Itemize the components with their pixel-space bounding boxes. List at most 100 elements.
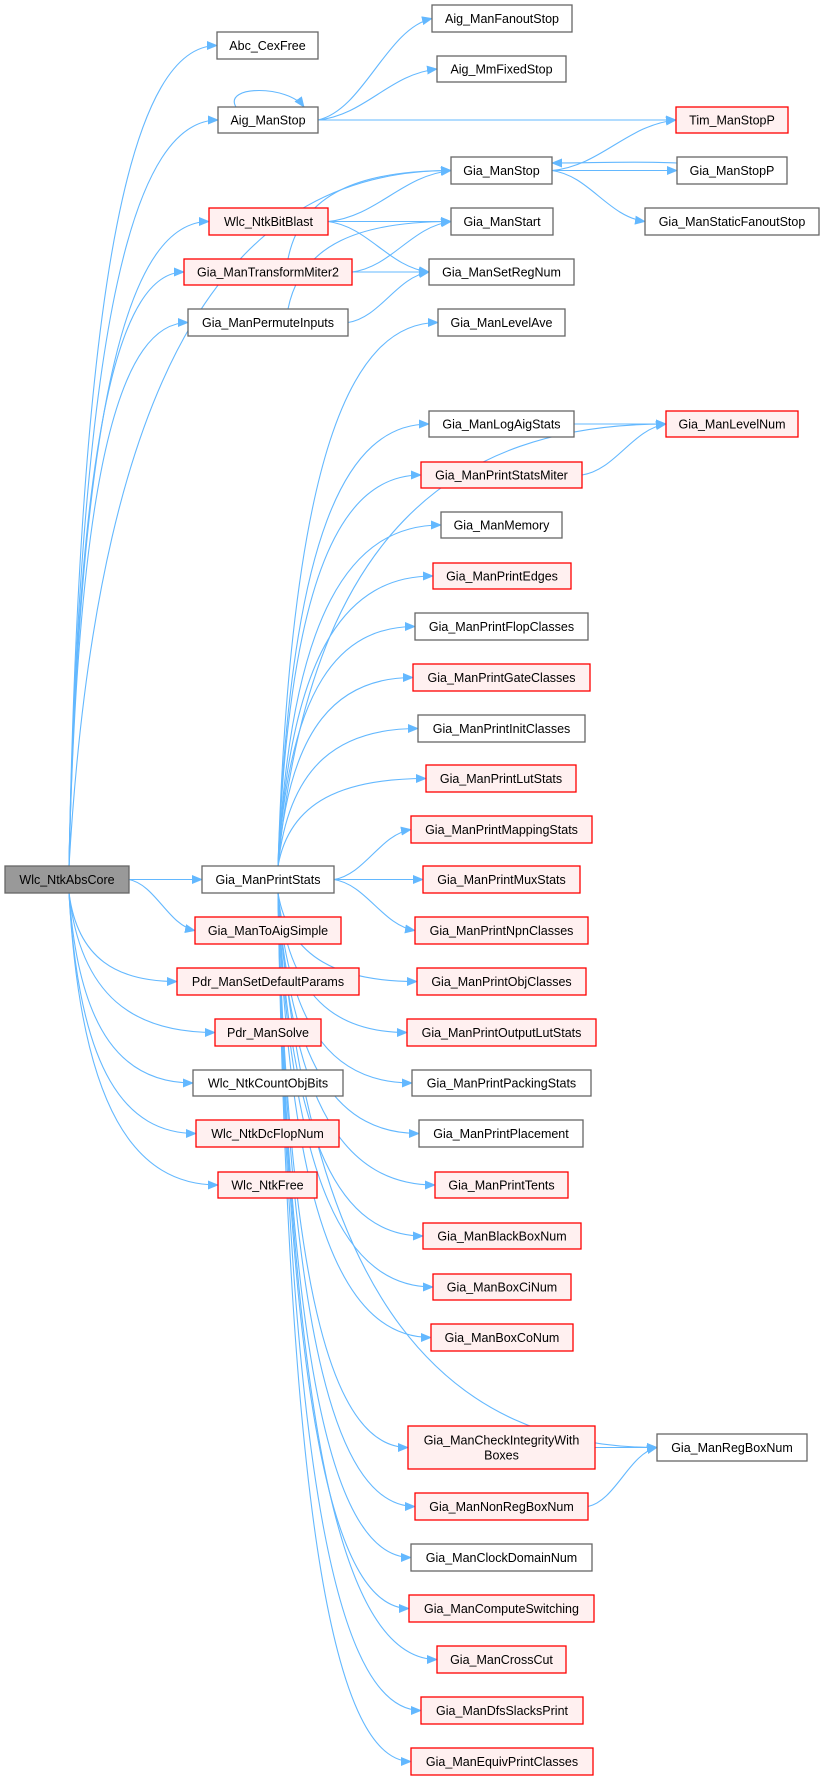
edge-absCore-to-transformMiter2 <box>68 267 185 867</box>
node-aigManStop[interactable]: Aig_ManStop <box>217 106 319 134</box>
edge-absCore-to-permuteInputs <box>68 318 189 867</box>
node-dfsSlacks[interactable]: Gia_ManDfsSlacksPrint <box>420 1696 584 1725</box>
node-objClasses[interactable]: Gia_ManPrintObjClasses <box>416 967 587 996</box>
node-toAigSimple[interactable]: Gia_ManToAigSimple <box>194 916 342 945</box>
node-equivPrint[interactable]: Gia_ManEquivPrintClasses <box>410 1747 594 1776</box>
node-box <box>414 916 589 945</box>
node-giaStop[interactable]: Gia_ManStop <box>450 156 553 185</box>
node-pdrSolve[interactable]: Pdr_ManSolve <box>214 1018 322 1047</box>
node-label: Gia_ManBoxCiNum <box>447 1281 557 1295</box>
edge-printStats-to-gateClasses <box>277 673 414 867</box>
node-crossCut[interactable]: Gia_ManCrossCut <box>436 1645 567 1674</box>
node-box <box>412 663 591 692</box>
node-initClasses[interactable]: Gia_ManPrintInitClasses <box>417 714 586 743</box>
node-memory[interactable]: Gia_ManMemory <box>440 511 563 539</box>
node-box <box>656 1433 808 1462</box>
edge-printStats-to-equivPrint <box>277 892 412 1766</box>
node-label: Aig_MmFixedStop <box>450 63 552 77</box>
node-label: Gia_ManPrintStatsMiter <box>435 469 568 483</box>
node-setRegNum[interactable]: Gia_ManSetRegNum <box>428 258 575 286</box>
node-box <box>195 1119 340 1148</box>
node-tents[interactable]: Gia_ManPrintTents <box>434 1171 569 1199</box>
node-statsMiter[interactable]: Gia_ManPrintStatsMiter <box>420 461 583 489</box>
node-label: Gia_ManBlackBoxNum <box>437 1230 566 1244</box>
node-pdrDefault[interactable]: Pdr_ManSetDefaultParams <box>176 967 360 996</box>
node-label: Pdr_ManSolve <box>227 1026 309 1040</box>
node-staticFanoutStop[interactable]: Gia_ManStaticFanoutStop <box>644 207 820 236</box>
node-label: Wlc_NtkDcFlopNum <box>211 1127 324 1141</box>
node-blackBoxNum[interactable]: Gia_ManBlackBoxNum <box>422 1222 582 1250</box>
node-flopClasses[interactable]: Gia_ManPrintFlopClasses <box>414 612 589 641</box>
node-nonRegBoxNum[interactable]: Gia_ManNonRegBoxNum <box>414 1492 589 1521</box>
node-box <box>416 967 587 996</box>
node-box <box>428 258 575 286</box>
edge-giaStop-to-timStopP <box>551 116 677 172</box>
node-permuteInputs[interactable]: Gia_ManPermuteInputs <box>187 308 349 337</box>
node-label: Gia_ManStop <box>463 164 539 178</box>
node-box <box>450 156 553 185</box>
node-absCore[interactable]: Wlc_NtkAbsCore <box>4 865 130 894</box>
node-levelAve[interactable]: Gia_ManLevelAve <box>437 308 566 337</box>
node-cexFree[interactable]: Abc_CexFree <box>216 31 319 60</box>
node-timStopP[interactable]: Tim_ManStopP <box>675 106 789 134</box>
node-label: Gia_ManPrintInitClasses <box>433 722 571 736</box>
node-aigFanoutStop[interactable]: Aig_ManFanoutStop <box>431 4 573 33</box>
node-gateClasses[interactable]: Gia_ManPrintGateClasses <box>412 663 591 692</box>
edge-permuteInputs-to-setRegNum <box>347 269 430 324</box>
node-mappingStats[interactable]: Gia_ManPrintMappingStats <box>410 815 593 844</box>
edge-aigManStop-to-aigMmFixedStop <box>317 65 438 121</box>
node-label: Gia_ManCheckIntegrityWith <box>424 1434 580 1448</box>
node-dcFlopNum[interactable]: Wlc_NtkDcFlopNum <box>195 1119 340 1148</box>
edge-transformMiter2-to-giaStart <box>351 218 452 273</box>
node-transformMiter2[interactable]: Gia_ManTransformMiter2 <box>183 258 353 286</box>
node-outputLutStats[interactable]: Gia_ManPrintOutputLutStats <box>406 1018 597 1047</box>
edge-printStats-to-checkIntegrity <box>277 892 409 1452</box>
node-printStats[interactable]: Gia_ManPrintStats <box>201 865 335 894</box>
node-label: Abc_CexFree <box>229 39 305 53</box>
edge-printStats-to-crossCut <box>277 892 438 1664</box>
node-label: Gia_ManStart <box>463 215 541 229</box>
edges-layer <box>68 16 678 1766</box>
node-box <box>411 1069 592 1097</box>
node-box <box>192 1069 344 1097</box>
node-boxCiNum[interactable]: Gia_ManBoxCiNum <box>432 1273 572 1301</box>
node-wlcFree[interactable]: Wlc_NtkFree <box>217 1171 318 1199</box>
edge-printStats-to-initClasses <box>277 724 419 867</box>
node-packingStats[interactable]: Gia_ManPrintPackingStats <box>411 1069 592 1097</box>
edge-absCore-to-wlcFree <box>68 892 219 1190</box>
node-giaStopP[interactable]: Gia_ManStopP <box>676 156 788 185</box>
node-computeSwitching[interactable]: Gia_ManComputeSwitching <box>408 1594 595 1623</box>
node-box <box>410 1747 594 1776</box>
edge-aigManStop-to-aigFanoutStop <box>317 16 433 121</box>
node-aigMmFixedStop[interactable]: Aig_MmFixedStop <box>436 55 567 83</box>
node-label: Gia_ManDfsSlacksPrint <box>436 1704 569 1718</box>
edge-absCore-to-countObjBits <box>68 892 194 1088</box>
node-label: Tim_ManStopP <box>689 114 775 128</box>
node-box <box>418 1119 584 1148</box>
node-box <box>450 207 554 236</box>
node-label: Gia_ManPrintPackingStats <box>427 1077 576 1091</box>
node-clockDomainNum[interactable]: Gia_ManClockDomainNum <box>410 1543 593 1572</box>
node-logAigStats[interactable]: Gia_ManLogAigStats <box>428 410 575 438</box>
node-boxCoNum[interactable]: Gia_ManBoxCoNum <box>430 1323 574 1352</box>
node-box <box>430 1323 574 1352</box>
node-placement[interactable]: Gia_ManPrintPlacement <box>418 1119 584 1148</box>
node-box <box>417 714 586 743</box>
node-giaStart[interactable]: Gia_ManStart <box>450 207 554 236</box>
node-lutStats[interactable]: Gia_ManPrintLutStats <box>425 764 577 793</box>
node-edges[interactable]: Gia_ManPrintEdges <box>432 562 572 590</box>
node-bitBlast[interactable]: Wlc_NtkBitBlast <box>208 207 329 236</box>
node-levelNum[interactable]: Gia_ManLevelNum <box>665 410 799 438</box>
node-countObjBits[interactable]: Wlc_NtkCountObjBits <box>192 1069 344 1097</box>
edge-printStats-to-lutStats <box>277 774 427 867</box>
node-npnClasses[interactable]: Gia_ManPrintNpnClasses <box>414 916 589 945</box>
node-label: Gia_ManEquivPrintClasses <box>426 1755 578 1769</box>
node-box <box>440 511 563 539</box>
node-regBoxNum[interactable]: Gia_ManRegBoxNum <box>656 1433 808 1462</box>
node-muxStats[interactable]: Gia_ManPrintMuxStats <box>422 865 581 894</box>
node-label: Wlc_NtkAbsCore <box>19 873 114 887</box>
edge-giaStop-to-staticFanoutStop <box>551 169 646 225</box>
node-label: Boxes <box>484 1449 519 1463</box>
